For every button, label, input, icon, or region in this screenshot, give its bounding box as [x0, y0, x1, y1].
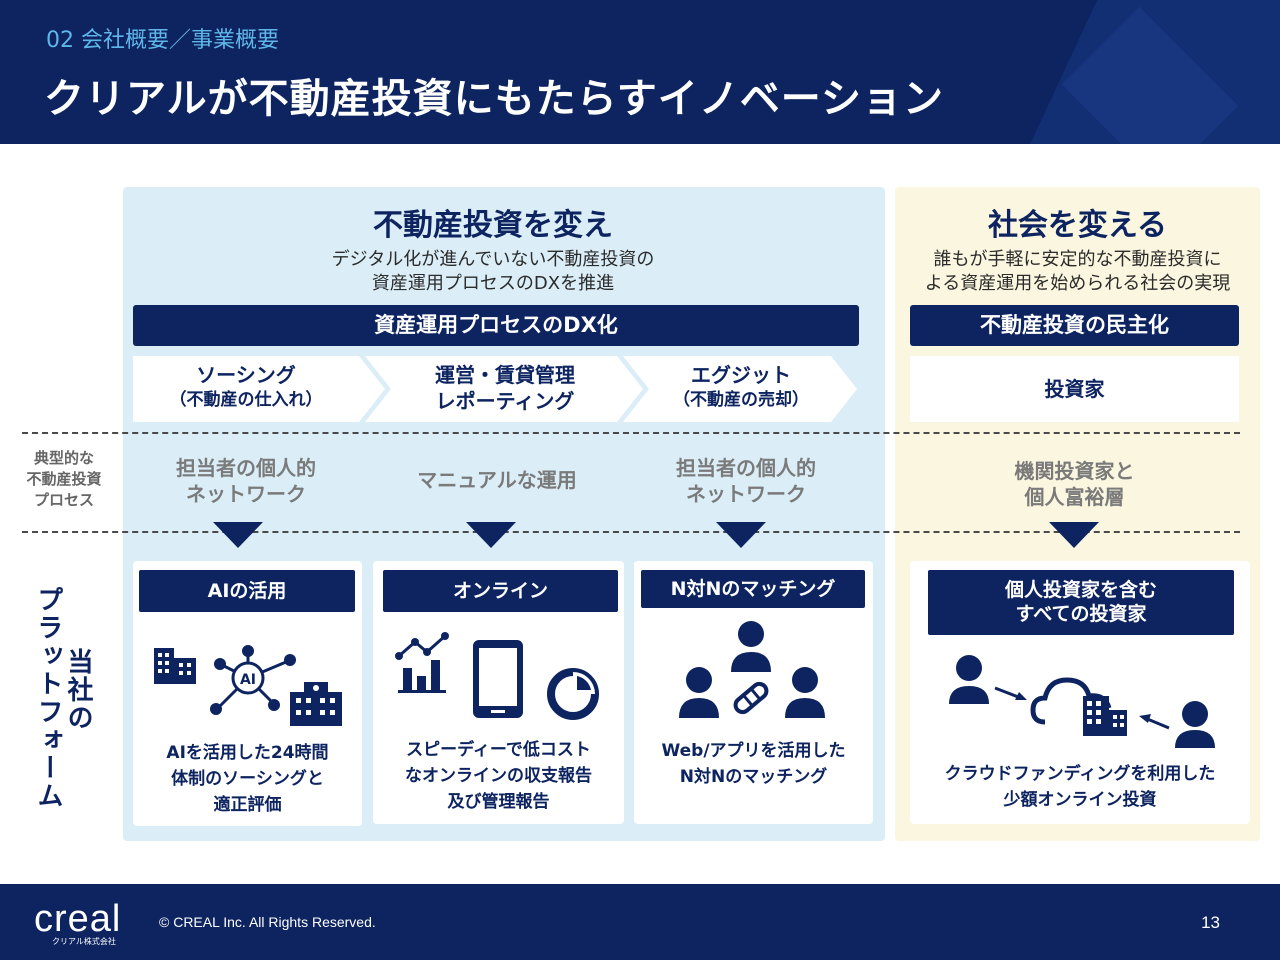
- typical-item-line1: 機関投資家と: [1014, 459, 1135, 483]
- page-number: 13: [1201, 913, 1220, 932]
- divider-top: [22, 432, 1240, 434]
- step-exit: エグジット （不動産の売却）: [623, 356, 857, 422]
- step-sourcing-sub: （不動産の仕入れ）: [169, 390, 323, 410]
- card-online-title: オンライン: [383, 570, 618, 612]
- democratization-bar: 不動産投資の民主化: [910, 305, 1239, 346]
- card-matching-text: Web/アプリを活用した N対Nのマッチング: [634, 738, 873, 790]
- step-operation: 運営・賃貸管理 レポーティング: [365, 356, 643, 422]
- card-text-line: 適正評価: [213, 795, 282, 815]
- card-matching-title: N対Nのマッチング: [641, 570, 865, 608]
- card-ai-title: AIの活用: [139, 570, 355, 612]
- ai-network-icon: AI: [154, 645, 342, 726]
- card-text-line: なオンラインの収支報告: [405, 766, 592, 786]
- left-title: 不動産投資を変え: [373, 208, 613, 243]
- typical-label-line3: プロセス: [33, 491, 94, 509]
- card-text-line: N対Nのマッチング: [679, 767, 828, 787]
- left-subtitle-line1: デジタル化が進んでいない不動産投資の: [331, 249, 655, 270]
- card-text-line: 少額オンライン投資: [1003, 790, 1157, 810]
- card-investors-text: クラウドファンディングを利用した 少額オンライン投資: [910, 761, 1250, 813]
- typical-label-line2: 不動産投資: [26, 470, 102, 488]
- right-subtitle-line1: 誰もが手軽に安定的な不動産投資に: [933, 249, 1222, 270]
- step-investor-title: 投資家: [1044, 377, 1105, 401]
- card-ai-text: AIを活用した24時間 体制のソーシングと 適正評価: [133, 740, 362, 818]
- step-exit-sub: （不動産の売却）: [673, 390, 809, 410]
- logo-subtext: クリアル株式会社: [52, 937, 116, 946]
- typical-item-line2: 個人富裕層: [1024, 485, 1125, 509]
- typical-item-line2: ネットワーク: [186, 482, 306, 506]
- creal-logo: creal: [34, 898, 122, 940]
- platform-label-line2: プラットフォーム: [33, 586, 63, 810]
- matching-people-icon: [679, 621, 825, 718]
- typical-item-sourcing: 担当者の個人的 ネットワーク: [133, 455, 359, 507]
- typical-item-line2: ネットワーク: [686, 482, 806, 506]
- typical-item-line1: 担当者の個人的: [176, 456, 316, 480]
- typical-item-line1: マニュアルな運用: [417, 468, 577, 492]
- typical-item-line1: 担当者の個人的: [676, 456, 816, 480]
- platform-label-line1: 当社の: [63, 648, 93, 732]
- step-sourcing-title: ソーシング: [196, 363, 296, 387]
- card-title-line: すべての投資家: [1015, 603, 1147, 625]
- crowdfunding-cloud-icon: [949, 655, 1215, 748]
- step-sourcing: ソーシング （不動産の仕入れ）: [133, 356, 385, 422]
- ai-icon-label: AI: [240, 672, 256, 688]
- right-subtitle-line2: よる資産運用を始められる社会の実現: [924, 273, 1231, 294]
- card-title-line: 個人投資家を含む: [1004, 579, 1157, 601]
- footer-band: [0, 884, 1280, 960]
- step-operation-sub: レポーティング: [435, 389, 575, 413]
- copyright: © CREAL Inc. All Rights Reserved.: [159, 914, 376, 930]
- right-title: 社会を変える: [987, 208, 1168, 243]
- left-subtitle: デジタル化が進んでいない不動産投資の 資産運用プロセスのDXを推進: [123, 248, 863, 296]
- header-band: [0, 0, 1280, 144]
- arrow-down-icon: [716, 522, 766, 548]
- dx-bar: 資産運用プロセスのDX化: [133, 305, 859, 346]
- step-investor: 投資家: [910, 356, 1239, 422]
- card-investors-title: 個人投資家を含む すべての投資家: [928, 570, 1234, 635]
- typical-item-investor: 機関投資家と 個人富裕層: [910, 458, 1239, 510]
- step-exit-title: エグジット: [691, 363, 791, 387]
- arrow-down-icon: [1049, 522, 1099, 548]
- card-text-line: クラウドファンディングを利用した: [944, 764, 1216, 784]
- typical-label-line1: 典型的な: [33, 449, 94, 467]
- card-text-line: Web/アプリを活用した: [661, 741, 846, 761]
- right-subtitle: 誰もが手軽に安定的な不動産投資に よる資産運用を始められる社会の実現: [895, 248, 1260, 296]
- card-text-line: AIを活用した24時間: [166, 743, 329, 763]
- page-title: クリアルが不動産投資にもたらすイノベーション: [44, 76, 944, 122]
- left-subtitle-line2: 資産運用プロセスのDXを推進: [371, 273, 615, 294]
- section-label: 02 会社概要／事業概要: [46, 28, 279, 53]
- typical-process-label: 典型的な 不動産投資 プロセス: [18, 448, 110, 511]
- divider-bottom: [22, 531, 1240, 533]
- step-operation-title: 運営・賃貸管理: [435, 363, 575, 387]
- typical-item-exit: 担当者の個人的 ネットワーク: [633, 455, 859, 507]
- typical-item-operation: マニュアルな運用: [372, 467, 622, 493]
- card-online-text: スピーディーで低コスト なオンラインの収支報告 及び管理報告: [373, 737, 624, 815]
- card-text-line: 体制のソーシングと: [171, 769, 324, 789]
- card-text-line: 及び管理報告: [447, 792, 550, 812]
- arrow-down-icon: [466, 522, 516, 548]
- online-devices-icon: [395, 632, 599, 720]
- card-text-line: スピーディーで低コスト: [406, 740, 591, 760]
- arrow-down-icon: [213, 522, 263, 548]
